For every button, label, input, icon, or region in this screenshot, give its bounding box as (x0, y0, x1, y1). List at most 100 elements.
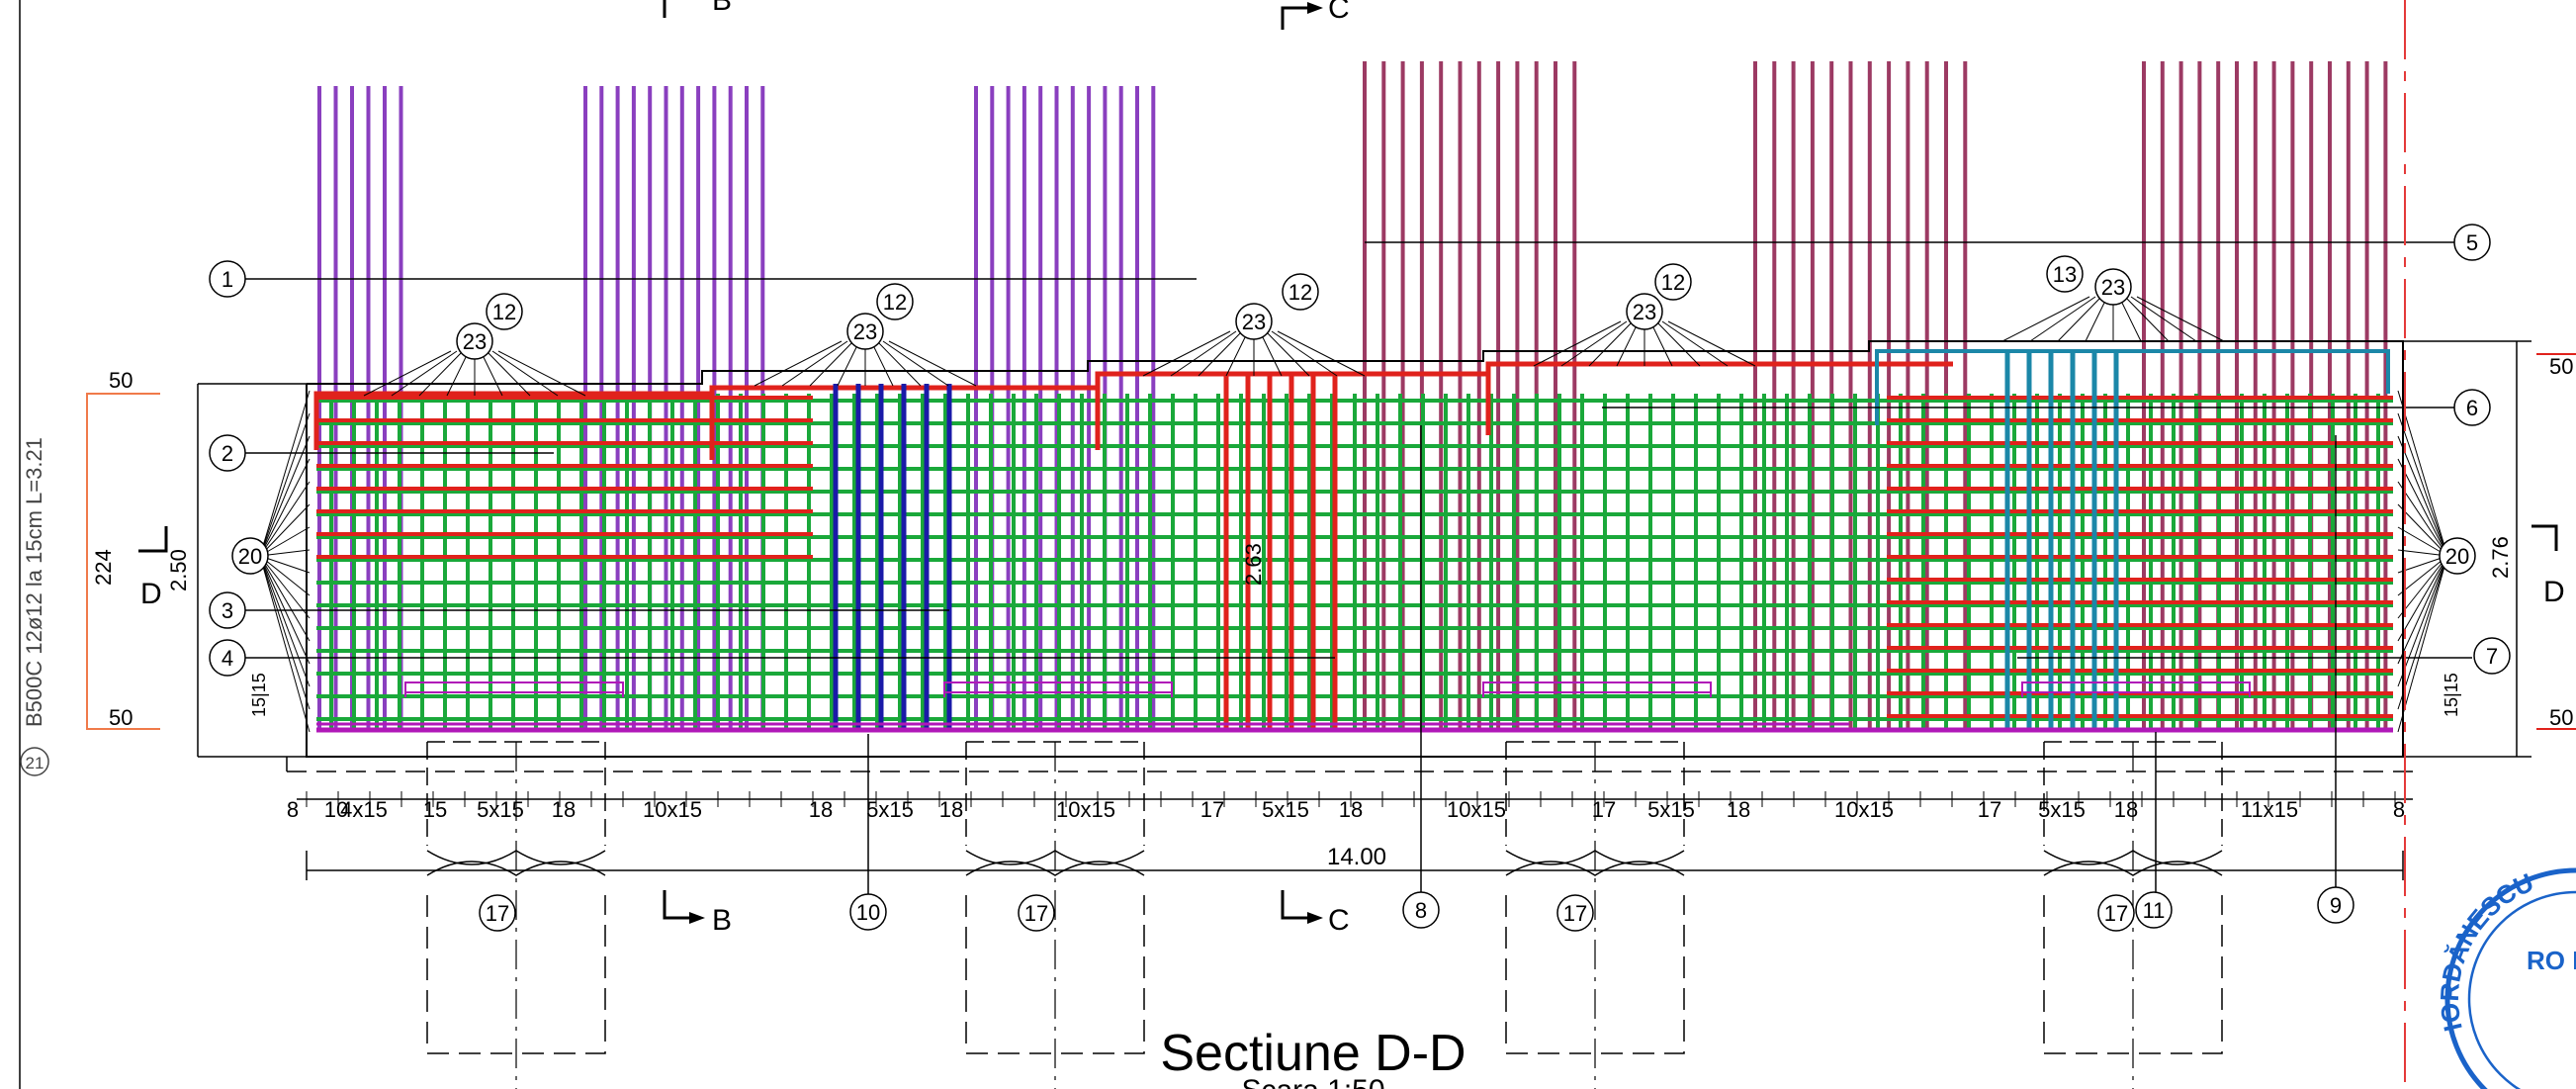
svg-text:50: 50 (2549, 354, 2573, 379)
bar-mark-label: 2 (222, 441, 233, 466)
section-marker-d-left: D (138, 526, 168, 610)
leader-line (491, 350, 559, 397)
bar-mark-circle (2317, 886, 2354, 924)
leader-line (2397, 458, 2448, 557)
dim-chain-label: 10 (324, 797, 348, 822)
bar-mark-circle (846, 313, 884, 350)
leader-line (2124, 296, 2170, 342)
bar-mark-label: 12 (492, 300, 516, 324)
pile-bar (2021, 681, 2251, 697)
svg-text:B: B (712, 0, 732, 17)
section-title: Sectiune D-D (1160, 1025, 1466, 1082)
leader-line (1198, 330, 1243, 377)
leader-line (781, 340, 848, 387)
bar-mark-label: 23 (2101, 275, 2125, 300)
section-marker-c-bottom: C (1281, 890, 1350, 937)
dim-chain-label: 8 (287, 797, 299, 822)
bar-mark-label: 12 (883, 290, 907, 315)
leader-line (2057, 296, 2102, 342)
leader-line (259, 555, 311, 733)
bar-mark-label: 17 (486, 901, 509, 926)
pile-bar (1482, 681, 1712, 697)
bar-mark-circle (2439, 537, 2476, 575)
leader-line (1588, 320, 1634, 367)
dim-chain-label: 17 (1978, 797, 2001, 822)
leader-line (1649, 320, 1673, 367)
leader-line (363, 350, 452, 397)
leader-line (1170, 330, 1237, 377)
teal-top-bar (1875, 349, 2390, 425)
leader-line (497, 350, 586, 397)
reinforcement-mesh (313, 349, 2393, 733)
bar-mark-circle (1402, 891, 1440, 929)
bar-mark-label: 10 (856, 900, 880, 925)
dim-chain-label: 5x15 (477, 797, 524, 822)
bar-mark-label: 6 (2466, 396, 2478, 420)
bar-mark-circle (2097, 894, 2135, 932)
bar-mark-circle (209, 434, 246, 472)
leader-line (418, 350, 464, 397)
stirrup-detail-right: 50 50 (2536, 353, 2576, 730)
height-mid-dim: 2.63 (1241, 543, 1266, 586)
bar-mark-label: 7 (2486, 644, 2498, 669)
bar-mark-circle (1282, 273, 1319, 311)
leader-line (259, 555, 311, 596)
bar-mark-circle (2094, 268, 2132, 306)
svg-text:B: B (712, 904, 732, 937)
leader-line (2397, 390, 2448, 557)
dim-chain-label: 15 (423, 797, 447, 822)
svg-text:224: 224 (91, 549, 116, 586)
bar-mark-label: 3 (222, 598, 233, 623)
leader-line (2136, 296, 2225, 342)
total-length-dim: 14.00 (1327, 844, 1386, 870)
leader-line (1560, 320, 1628, 367)
svg-text:D: D (2543, 576, 2565, 608)
leader-line (2118, 296, 2142, 342)
leader-line (1142, 330, 1231, 377)
leader-line (1271, 330, 1338, 377)
section-marker-b-bottom: B (663, 890, 732, 937)
section-marker-c-top: C (1281, 0, 1350, 30)
leader-line (1616, 320, 1640, 367)
bar-mark-circle (2473, 637, 2511, 675)
leader-line (2001, 296, 2090, 342)
svg-text:RO M: RO M (2527, 946, 2576, 975)
bar-mark-circle (876, 283, 914, 320)
bar-mark-circle (1018, 894, 1055, 932)
pile-bar (943, 681, 1173, 697)
leader-line (1225, 330, 1249, 377)
leader-line (259, 555, 311, 619)
pile-shaft (2043, 895, 2223, 1054)
bar-mark-circle (486, 293, 523, 330)
bar-mark-label: 23 (1242, 310, 1266, 334)
leader-line (259, 555, 311, 687)
leader-line (1259, 330, 1283, 377)
bar-mark-circle (1626, 293, 1663, 330)
bar-mark-circle (849, 893, 887, 931)
leader-line (888, 340, 977, 387)
dim-chain-label: 17 (1592, 797, 1616, 822)
bar-mark-circle (2453, 224, 2491, 261)
bar-mark-circle (2135, 891, 2173, 929)
pile-head (965, 861, 1145, 876)
pile-head (1505, 861, 1685, 876)
leader-line (2397, 555, 2448, 687)
dim-chain-label: 5x15 (1262, 797, 1309, 822)
top-stepped-bar (313, 361, 1953, 460)
leader-line (480, 350, 503, 397)
dim-chain-label: 5x15 (866, 797, 914, 822)
leader-line (2130, 296, 2197, 342)
bar-mark-label: 9 (2330, 893, 2342, 918)
bar-mark-label: 20 (2445, 544, 2469, 569)
leader-line (2085, 296, 2108, 342)
leader-line (837, 340, 860, 387)
leader-line (1655, 320, 1701, 367)
leader-line (2397, 555, 2448, 710)
leader-line (2397, 481, 2448, 557)
wall-outline (198, 340, 2532, 772)
pile-shaft (965, 895, 1145, 1054)
bar-mark-circle (1654, 263, 1692, 301)
leader-line (2397, 555, 2448, 619)
cover-right-dim: 15|15 (2442, 673, 2461, 717)
bar-mark-circle (479, 894, 516, 932)
